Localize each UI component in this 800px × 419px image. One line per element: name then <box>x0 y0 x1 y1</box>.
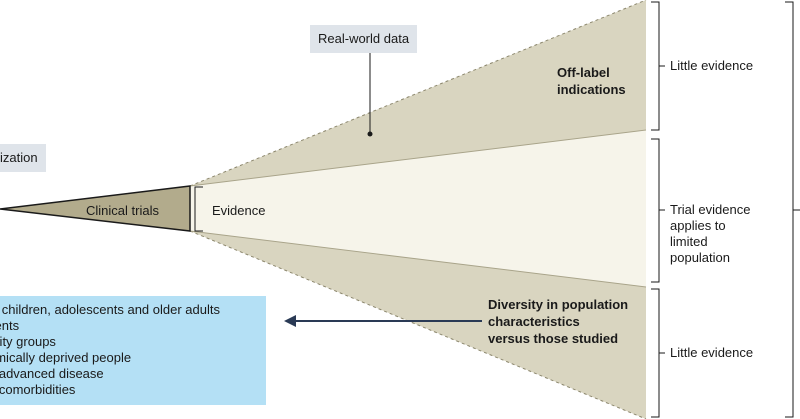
diversity-label: Diversity in population characteristics … <box>488 297 629 346</box>
evidence-label: Evidence <box>212 203 266 218</box>
left-cut-tag: ization <box>0 144 46 172</box>
trial-evidence-cone <box>190 130 646 287</box>
clinical-trials-wedge <box>0 185 191 232</box>
group-line: ority groups <box>0 334 56 349</box>
upper-outer-dashed <box>189 0 647 187</box>
clinical-trials-label: Clinical trials <box>86 203 159 218</box>
group-line: omically deprived people <box>0 350 132 365</box>
little-evidence-bottom: Little evidence <box>670 345 754 360</box>
group-line: tients <box>0 318 20 333</box>
bracket-outer <box>785 1 794 418</box>
off-label-indications: Off-label indications <box>557 65 626 97</box>
bracket-trial <box>651 138 660 283</box>
trial-evidence-label: Trial evidence applies to limited popula… <box>670 202 751 265</box>
bracket-little-bottom <box>651 288 660 418</box>
underrepresented-groups-box: s: children, adolescents and older adult… <box>0 296 266 405</box>
group-line: s: children, adolescents and older adult… <box>0 302 220 317</box>
diversity-arrowhead <box>284 315 296 327</box>
little-evidence-top: Little evidence <box>670 58 754 73</box>
group-line: h advanced disease <box>0 366 104 381</box>
lower-inner-line <box>189 230 647 288</box>
upper-inner-line <box>189 129 647 187</box>
bracket-little-top <box>651 1 660 131</box>
group-line: h comorbidities <box>0 382 76 397</box>
real-world-data-tag: Real-world data <box>310 25 418 53</box>
lower-outer-dashed <box>189 230 647 419</box>
evidence-bracket <box>194 186 203 232</box>
real-world-pointer-dot <box>367 131 373 137</box>
